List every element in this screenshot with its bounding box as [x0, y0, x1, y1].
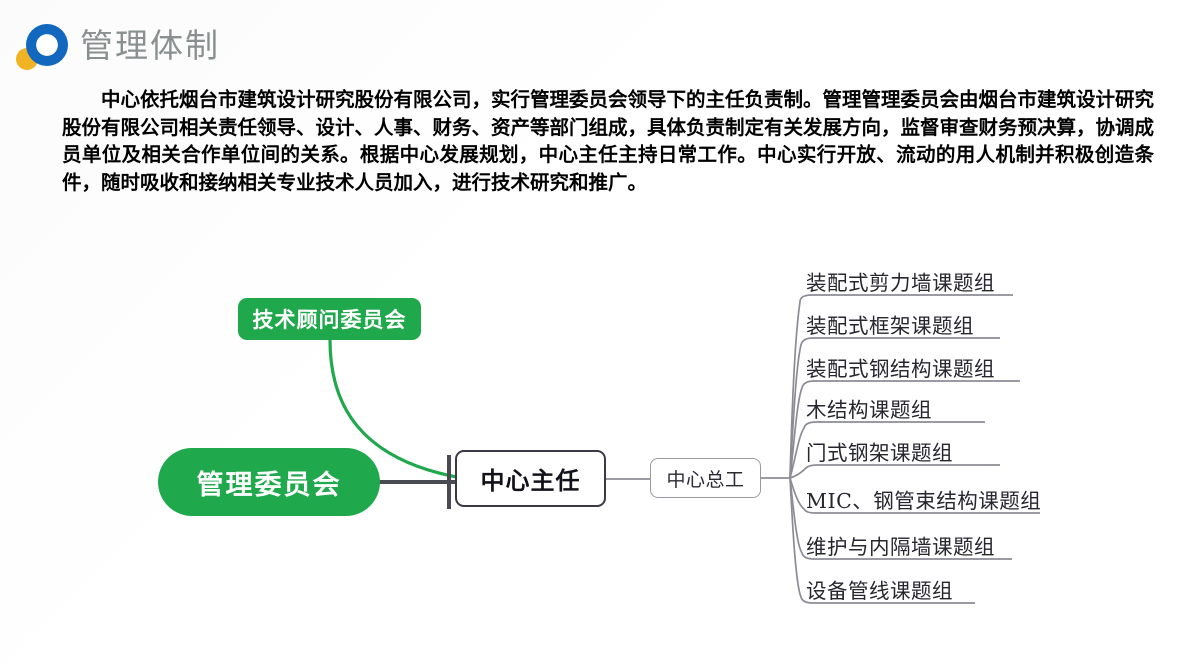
connector-leaf-6: [789, 477, 1040, 514]
page-header: 管理体制: [14, 16, 220, 74]
leaf-research-group-6[interactable]: MIC、钢管束结构课题组: [806, 489, 1042, 513]
node-center-director[interactable]: 中心主任: [455, 450, 606, 507]
leaf-research-group-1[interactable]: 装配式剪力墙课题组: [806, 271, 995, 295]
node-advisory-committee[interactable]: 技术顾问委员会: [238, 298, 421, 340]
node-management-committee[interactable]: 管理委员会: [158, 448, 380, 516]
connector-leaf-4: [789, 421, 985, 479]
connector-advisory-to-trunk: [328, 339, 463, 480]
leaf-research-group-5[interactable]: 门式钢架课题组: [806, 441, 953, 465]
connector-leaf-8: [789, 477, 975, 604]
connector-leaf-5: [789, 464, 1000, 479]
connector-leaf-1: [789, 294, 1013, 479]
leaf-research-group-2[interactable]: 装配式框架课题组: [806, 314, 974, 338]
connector-leaf-7: [789, 477, 1012, 560]
connector-leaf-2: [789, 337, 1000, 479]
leaf-research-group-3[interactable]: 装配式钢结构课题组: [806, 357, 995, 381]
org-chart: 技术顾问委员会 管理委员会 中心主任 中心总工 装配式剪力墙课题组 装配式框架课…: [0, 255, 1194, 655]
leaf-research-group-7[interactable]: 维护与内隔墙课题组: [806, 535, 995, 559]
connector-leaf-3: [789, 380, 1020, 479]
org-chart-connectors: [328, 294, 1040, 604]
blue-ring-icon: [26, 24, 68, 66]
leaf-research-group-4[interactable]: 木结构课题组: [806, 398, 932, 422]
node-chief-engineer[interactable]: 中心总工: [650, 458, 761, 498]
logo-mark: [14, 18, 74, 72]
intro-paragraph: 中心依托烟台市建筑设计研究股份有限公司，实行管理委员会领导下的主任负责制。管理管…: [62, 88, 1155, 194]
page-title: 管理体制: [80, 25, 220, 65]
leaf-research-group-8[interactable]: 设备管线课题组: [806, 579, 953, 603]
